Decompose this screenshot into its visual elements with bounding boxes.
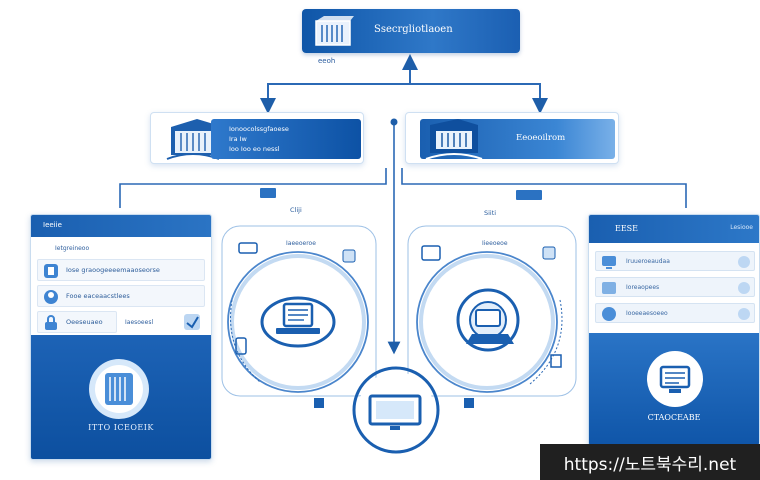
- tag-icon: [738, 308, 750, 320]
- tag-box-right: [516, 190, 542, 200]
- left-panel-header: Ieeiie: [31, 215, 211, 237]
- right-panel-title: EESE: [615, 224, 638, 233]
- list-item[interactable]: Oeeseuaeo: [37, 311, 117, 333]
- laptop-repair-icon: [456, 288, 520, 352]
- right-panel-footer: [589, 333, 759, 445]
- gear-icon: [738, 282, 750, 294]
- left-circle-label: Iaeeoeroe: [286, 240, 316, 247]
- globe-icon: [602, 307, 616, 321]
- right-row-label: Iooeeaesoeeo: [626, 310, 668, 317]
- mid-left-line1: Ionoocolssgfaoese: [229, 125, 289, 133]
- mid-left-line2: Ira Iw: [229, 135, 247, 143]
- left-panel-subheader: Ietgreineoo: [55, 245, 90, 252]
- mid-left-line3: Ioo Ioo eo nessl: [229, 145, 280, 153]
- mid-right-node[interactable]: Eeoeoilrom: [405, 112, 619, 164]
- monitor-icon: [647, 351, 703, 407]
- settings-icon: [738, 256, 750, 268]
- right-row-label: Iruueroeaudaa: [626, 258, 670, 265]
- keyboard-icon: [238, 242, 258, 254]
- right-panel-header: EESE Lesiooe: [589, 215, 759, 243]
- top-node-caption: eeoh: [318, 57, 336, 65]
- center-tag-right: Siiti: [484, 209, 497, 217]
- right-row-label: Ioreaopees: [626, 284, 660, 291]
- list-item[interactable]: Iooeeaesoeeo: [595, 303, 755, 323]
- left-panel-caption: ITTO ICEOEIK: [88, 423, 154, 432]
- server-icon: [89, 359, 149, 419]
- building-icon: [425, 119, 483, 160]
- building-icon: [166, 119, 220, 160]
- right-panel-caption: CTAOCEABE: [647, 413, 701, 422]
- left-panel-title: Ieeiie: [43, 221, 62, 229]
- plug-icon: [314, 398, 324, 408]
- left-row-extra: Iaesoeesl: [125, 319, 154, 326]
- monitor-icon: [602, 256, 616, 269]
- server-rack-icon: [315, 16, 354, 46]
- left-panel-footer: [31, 335, 211, 459]
- top-node-label: Ssecrgliotlaoen: [374, 24, 453, 35]
- right-circle-label: Iieeoeoe: [482, 240, 508, 247]
- center-tag-left: Cliji: [290, 206, 302, 214]
- list-item[interactable]: Fooe eaceaacstlees: [37, 285, 205, 307]
- right-panel: EESE Lesiooe Iruueroeaudaa Ioreaopees Io…: [588, 214, 760, 446]
- watermark: https://노트북수리.net: [540, 444, 760, 480]
- lock-icon: [45, 315, 57, 330]
- left-row-label: Fooe eaceaacstlees: [66, 292, 130, 300]
- monitor-icon: [368, 394, 422, 430]
- left-panel: Ieeiie Ietgreineoo Iose graoogeeeemaaose…: [30, 214, 212, 460]
- chart-icon: [602, 282, 616, 294]
- cup-icon: [235, 337, 247, 355]
- mid-left-node[interactable]: Ionoocolssgfaoese Ira Iw Ioo Ioo eo ness…: [150, 112, 364, 164]
- right-panel-subtitle: Lesiooe: [730, 224, 753, 231]
- plug-icon: [550, 354, 562, 368]
- tag-box-left: [260, 188, 276, 198]
- shield-icon: [44, 264, 58, 278]
- list-item[interactable]: Ioreaopees: [595, 277, 755, 297]
- battery-icon: [342, 249, 356, 263]
- list-item[interactable]: Iruueroeaudaa: [595, 251, 755, 271]
- window-icon: [421, 245, 441, 261]
- user-icon: [44, 290, 58, 304]
- list-item[interactable]: Iose graoogeeeemaaoseorse: [37, 259, 205, 281]
- mid-right-label: Eeoeoilrom: [516, 133, 566, 143]
- laptop-icon: [260, 296, 336, 348]
- top-node[interactable]: Ssecrgliotlaoen: [302, 9, 520, 53]
- document-icon: [184, 314, 200, 330]
- left-row-label: Iose graoogeeeemaaoseorse: [66, 266, 160, 274]
- left-row-label: Oeeseuaeo: [66, 318, 103, 326]
- battery-icon: [542, 246, 556, 260]
- connector-icon: [464, 398, 474, 408]
